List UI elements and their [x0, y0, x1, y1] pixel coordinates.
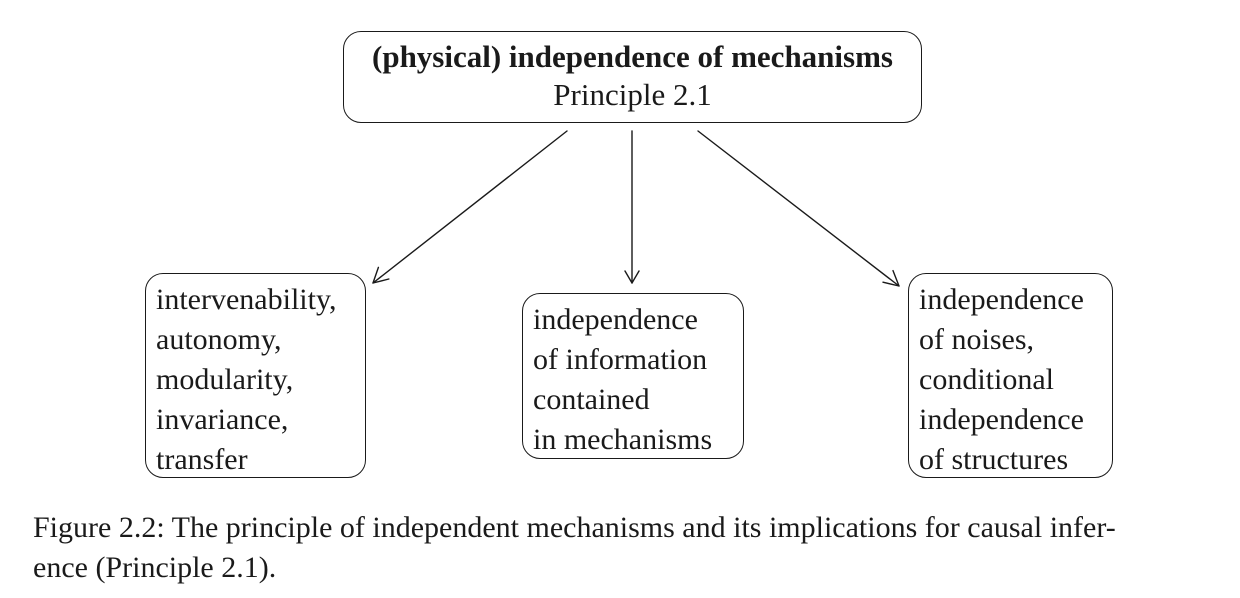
node-text-line: intervenability,: [156, 283, 337, 316]
node-text-line: of information: [533, 343, 708, 376]
node-text-line: of noises,: [919, 323, 1034, 356]
principle-node-subtitle: Principle 2.1: [553, 77, 712, 112]
node-text-line: of structures: [919, 443, 1069, 476]
edge-top-to-left: [372, 130, 568, 284]
node-text-line: autonomy,: [156, 323, 282, 356]
implication-node-intervenability: intervenability, autonomy, modularity, i…: [145, 273, 366, 478]
node-text-line: contained: [533, 383, 650, 416]
node-text-line: modularity,: [156, 363, 294, 396]
implication-node-information: independence of information contained in…: [522, 293, 744, 459]
caption-line: Figure 2.2: The principle of independent…: [33, 511, 1116, 544]
figure-caption: Figure 2.2: The principle of independent…: [33, 508, 1223, 588]
node-text-line: conditional: [919, 363, 1054, 396]
node-text-line: in mechanisms: [533, 423, 713, 456]
node-text-line: independence: [919, 403, 1084, 436]
principle-node: (physical) independence of mechanisms Pr…: [343, 31, 922, 123]
principle-node-title: (physical) independence of mechanisms: [372, 39, 893, 74]
edge-top-to-middle: [624, 130, 640, 284]
edge-top-to-right: [697, 130, 900, 287]
caption-line: ence (Principle 2.1).: [33, 551, 277, 584]
implication-node-noises: independence of noises, conditional inde…: [908, 273, 1113, 478]
node-text-line: independence: [919, 283, 1084, 316]
node-text-line: invariance,: [156, 403, 289, 436]
node-text-line: independence: [533, 303, 698, 336]
node-text-line: transfer: [156, 443, 248, 476]
